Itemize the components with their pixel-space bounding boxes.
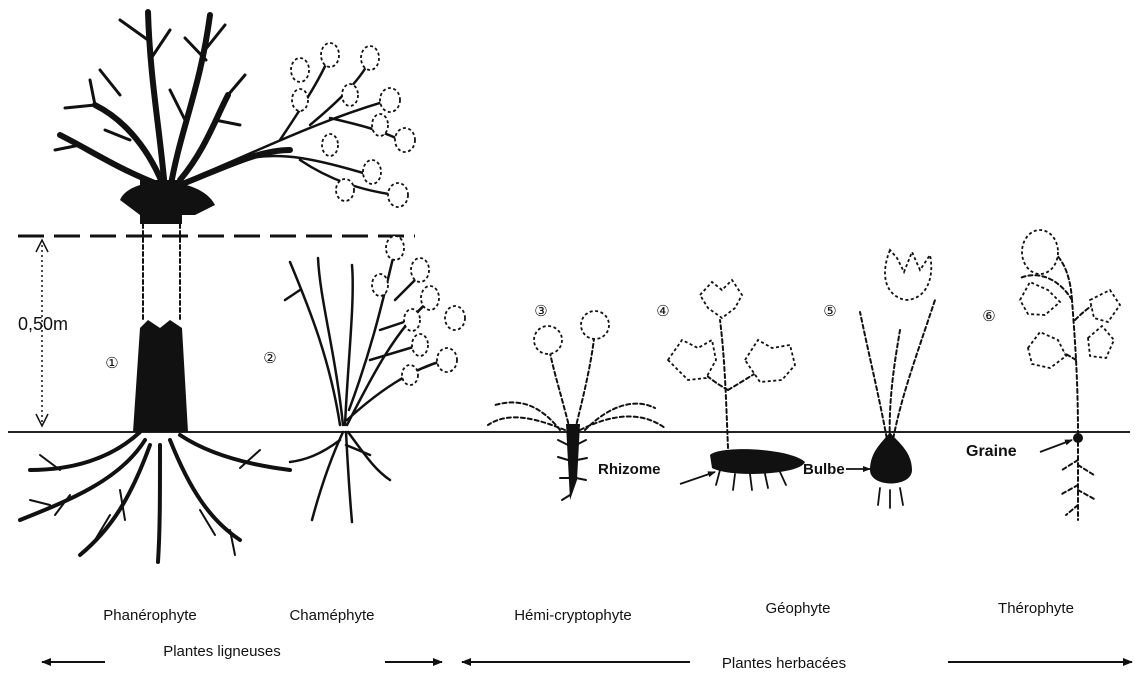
plant-number-2: ② [263, 350, 276, 367]
captions: Phanérophyte Chaméphyte Hémi-cryptophyte… [103, 600, 1074, 624]
plant-number-4: ④ [656, 303, 669, 320]
graine-label: Graine [966, 443, 1017, 460]
plant-number-1: ① [105, 355, 118, 372]
caption-hemicryptophyte: Hémi-cryptophyte [514, 607, 632, 624]
plant-number-3: ③ [534, 303, 547, 320]
geophyte-bulb-plant [860, 250, 935, 508]
therophyte-plant [1020, 230, 1120, 520]
height-label: 0,50m [18, 314, 68, 334]
caption-therophyte: Thérophyte [998, 600, 1074, 617]
caption-chamaephyte: Chaméphyte [289, 607, 374, 624]
rhizome-label: Rhizome [598, 461, 661, 478]
chamaephyte-shrub [285, 236, 465, 522]
group-herbacees: Plantes herbacées [462, 655, 1132, 672]
caption-geophyte: Géophyte [765, 600, 830, 617]
caption-phanerophyte: Phanérophyte [103, 607, 196, 624]
phanerophyte-tree [20, 12, 415, 562]
rhizome-arrow [680, 472, 715, 484]
herbacees-label: Plantes herbacées [722, 655, 846, 672]
group-ligneuses: Plantes ligneuses [42, 643, 442, 662]
plant-number-6: ⑥ [982, 308, 995, 325]
ligneuses-label: Plantes ligneuses [163, 643, 281, 660]
trunk-dashed-section [143, 224, 180, 320]
geophyte-rhizome-plant [668, 280, 805, 490]
graine-arrow [1040, 440, 1072, 452]
bulbe-label: Bulbe [803, 461, 845, 478]
plant-number-5: ⑤ [823, 303, 836, 320]
